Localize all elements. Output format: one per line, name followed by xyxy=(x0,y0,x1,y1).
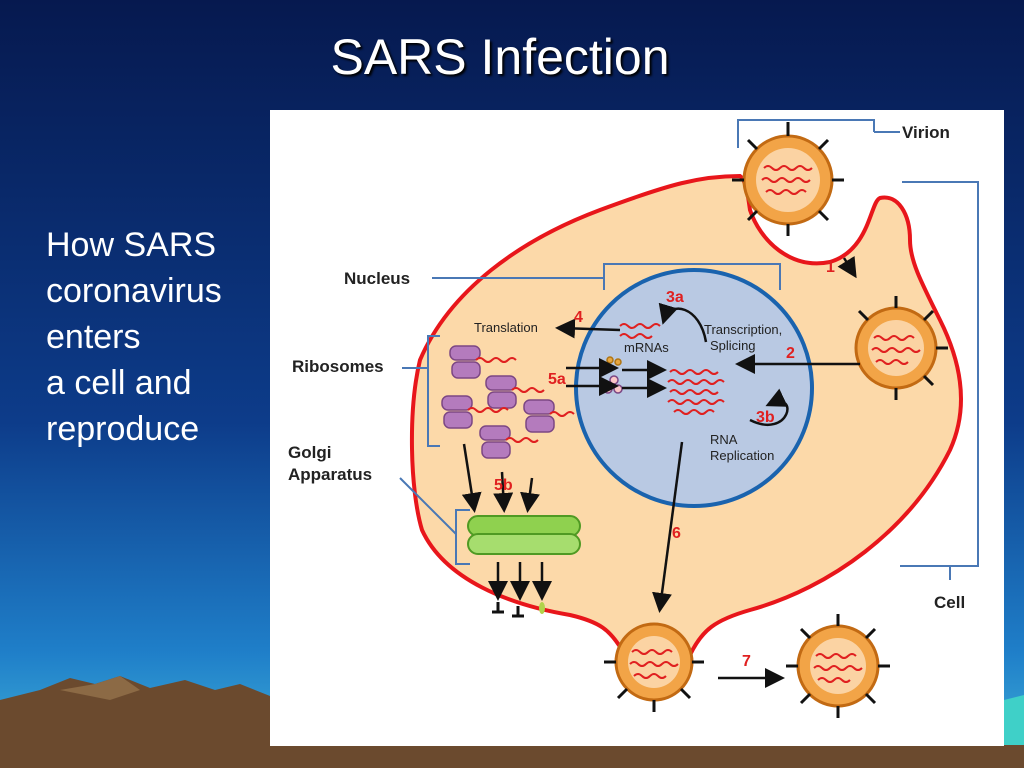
virion-entering xyxy=(854,296,948,400)
arrow-golgi-3 xyxy=(520,477,540,513)
bracket-ribosomes xyxy=(427,335,440,447)
step-5a: 5a xyxy=(548,371,566,388)
label-virion: Virion xyxy=(902,123,950,142)
mountain-right xyxy=(270,740,1024,768)
step-3a: 3a xyxy=(666,289,684,306)
line-golgi xyxy=(399,477,457,535)
arrow-step-5b xyxy=(493,471,514,513)
process-arrows xyxy=(461,255,860,688)
label-golgi-1: Golgi xyxy=(288,443,331,462)
membrane-protein xyxy=(539,602,545,614)
virion-released xyxy=(786,614,890,718)
nucleus xyxy=(574,268,814,508)
membrane-spikes xyxy=(492,602,524,618)
sars-diagram: Virion Nucleus Ribosomes Golgi Apparatus… xyxy=(270,110,1004,746)
virion-budding xyxy=(604,622,704,712)
slide-title: SARS Infection xyxy=(330,29,670,85)
arrow-step-3b xyxy=(749,388,789,427)
body-line: coronavirus xyxy=(46,272,222,310)
arrow-step-6 xyxy=(652,441,684,613)
body-line: reproduce xyxy=(46,410,200,448)
step-5b: 5b xyxy=(494,477,513,494)
right-edge-light xyxy=(1004,695,1024,745)
ribosome-rna-strands xyxy=(467,357,575,443)
step-4: 4 xyxy=(574,309,583,326)
label-nucleus: Nucleus xyxy=(344,269,410,288)
bracket-golgi xyxy=(455,509,470,565)
arrow-golgi-1 xyxy=(461,443,482,513)
diagram-svg: Virion Nucleus Ribosomes Golgi Apparatus… xyxy=(288,119,979,718)
mountain-left xyxy=(0,676,270,768)
step-3b: 3b xyxy=(756,409,775,426)
text-translation: Translation xyxy=(474,320,538,335)
arrow-step-3a xyxy=(658,302,708,343)
body-line: enters xyxy=(46,318,141,356)
text-splicing: Splicing xyxy=(710,338,756,353)
text-mrnas: mRNAs xyxy=(624,340,669,355)
arrow-step-1 xyxy=(837,255,857,279)
step-2: 2 xyxy=(786,345,795,362)
text-transcription: Transcription, xyxy=(704,322,782,337)
text-replication: Replication xyxy=(710,448,774,463)
golgi-apparatus xyxy=(467,515,581,555)
label-ribosomes: Ribosomes xyxy=(292,357,384,376)
bracket-cell xyxy=(900,181,979,567)
step-7: 7 xyxy=(742,653,751,670)
step-6: 6 xyxy=(672,525,681,542)
arrow-step-4 xyxy=(555,318,621,339)
ribosomes xyxy=(441,345,555,459)
text-rna: RNA xyxy=(710,432,738,447)
bracket-virion xyxy=(737,119,875,148)
callout-brackets xyxy=(399,119,979,580)
body-line: How SARS xyxy=(46,226,217,264)
slide-body-text: How SARS coronavirus enters a cell and r… xyxy=(46,222,266,452)
mrna-strands xyxy=(619,323,661,339)
body-line: a cell and xyxy=(46,364,192,402)
label-cell: Cell xyxy=(934,593,965,612)
mountain-ridge xyxy=(60,676,140,700)
rna-cluster xyxy=(667,369,725,415)
virion-top xyxy=(732,122,844,236)
label-golgi-2: Apparatus xyxy=(288,465,372,484)
step-1: 1 xyxy=(826,259,835,276)
